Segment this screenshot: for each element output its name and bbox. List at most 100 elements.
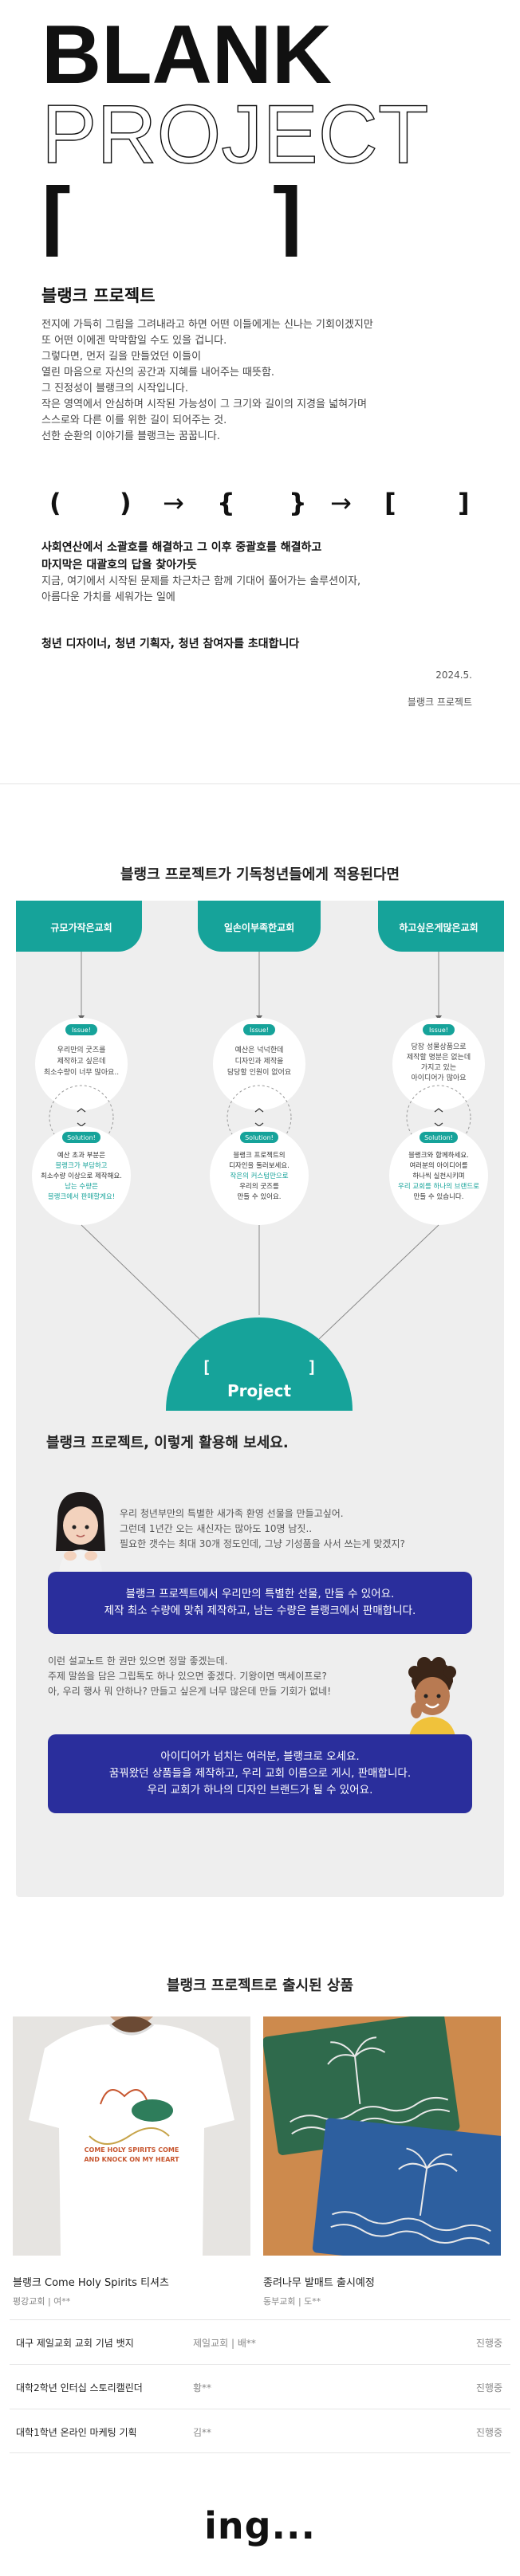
project-semicircle <box>166 1317 353 1411</box>
church-header-shape <box>16 901 142 952</box>
issue-badge: Issue! <box>72 1027 91 1034</box>
signature-date: 2024.5. <box>435 670 472 681</box>
usage-title: 블랭크 프로젝트, 이렇게 활용해 보세요. <box>46 1435 289 1451</box>
case1-text: 우리 청년부만의 특별한 새가족 환영 선물을 만들고싶어. 그런데 1년간 오… <box>120 1506 494 1552</box>
intro-title: 블랭크 프로젝트 <box>41 286 156 305</box>
project-label: Project <box>227 1381 292 1400</box>
list-item-status: 진행중 <box>475 2338 502 2349</box>
headline-sub-line: 지금, 여기에서 시작된 문제를 차근차근 함께 기대어 풀어가는 솔루션이자, <box>41 575 361 587</box>
issue-circles: Issue! Issue! Issue! 우리만의 굿즈를 제작하고 싶은데 최… <box>35 1018 485 1110</box>
intro-section: BLANK PROJECT [ ] 블랭크 프로젝트 전지에 가득히 그림을 그… <box>0 0 520 785</box>
products-title: 블랭크 프로젝트로 출시된 상품 <box>166 1977 354 1994</box>
solution-text: 최소수량 이상으로 제작해요. <box>41 1172 122 1180</box>
solution-badge: Solution! <box>67 1134 96 1141</box>
case2-text: 이런 설교노트 한 권만 있으면 정말 좋겠는데. 주제 말씀을 담은 그립톡도… <box>48 1654 407 1699</box>
shirt-print-line: COME HOLY SPIRITS COME <box>85 2146 179 2154</box>
list-item-title: 대학2학년 인터십 스토리캘린더 <box>16 2382 143 2393</box>
solution-badge: Solution! <box>245 1134 274 1141</box>
paren-close: ) <box>120 488 132 518</box>
case2-answer-line: 우리 교회가 하나의 디자인 브랜드가 될 수 있어요. <box>147 1784 373 1797</box>
solution-text: 남는 수량은 <box>65 1182 98 1191</box>
issue-circle <box>35 1018 128 1110</box>
logo-project-text: PROJECT <box>41 88 428 181</box>
case2-answer-line: 아이디어가 넘치는 여러분, 블랭크로 오세요. <box>160 1750 360 1763</box>
headline-line: 마지막은 대괄호의 답을 찾아가듯 <box>41 559 197 571</box>
issue-text: 디자인과 제작을 <box>235 1057 284 1066</box>
solution-text: 하나씩 실천시키며 <box>412 1172 464 1180</box>
list-item[interactable]: 대구 제일교회 교회 기념 뱃지 제일교회 | 배** 진행중 <box>10 2319 510 2364</box>
avatar-girl <box>56 1492 105 1575</box>
chevron-down-icon <box>254 1122 264 1127</box>
headline-line: 사회연산에서 소괄호를 해결하고 그 이후 중괄호를 해결하고 <box>41 541 322 554</box>
bracket-sequence: ( ) → { } → [ ] <box>49 488 470 518</box>
intro-line: 전지에 가득히 그림을 그려내라고 하면 어떤 이들에게는 신나는 기회이겠지만 <box>41 319 373 331</box>
brace-open: { <box>217 488 235 518</box>
intro-line: 그렇다면, 먼저 길을 만들었던 이들이 <box>41 351 202 363</box>
brace-close: } <box>289 488 307 518</box>
solution-circle <box>32 1126 131 1225</box>
issue-text: 당장 성물상품으로 <box>411 1043 466 1051</box>
list-item-title: 대구 제일교회 교회 기념 뱃지 <box>16 2338 134 2349</box>
product-image-tshirt[interactable]: COME HOLY SPIRITS COME AND KNOCK ON MY H… <box>13 2016 250 2256</box>
list-item-status: 진행중 <box>475 2427 502 2438</box>
issue-badge: Issue! <box>429 1027 448 1034</box>
issue-text: 제작할 명분은 없는데 <box>407 1053 471 1062</box>
product-name[interactable]: 블랭크 Come Holy Spirits 티셔츠 <box>13 2277 169 2289</box>
blank-project-logo: BLANK PROJECT [ ] <box>41 18 429 257</box>
solution-text: 블랭크 프로젝트의 <box>233 1151 285 1160</box>
church-headers: 규모가작은교회 일손이부족한교회 하고싶은게많은교회 <box>16 901 504 952</box>
church-label: 규모가작은교회 <box>50 921 112 933</box>
tshirt-photo: COME HOLY SPIRITS COME AND KNOCK ON MY H… <box>13 2016 250 2256</box>
chevron-up-icon <box>254 1108 264 1113</box>
chevron-icons <box>77 1108 443 1127</box>
case2-answer-box: 아이디어가 넘치는 여러분, 블랭크로 오세요. 꿈꿔왔던 상품들을 제작하고,… <box>48 1734 472 1813</box>
case1-line: 필요한 갯수는 최대 30개 정도인데, 그냥 기성품을 사서 쓰는게 맞겠지? <box>120 1538 405 1549</box>
case2-line: 아, 우리 행사 뭐 안하나? 만들고 싶은게 너무 많은데 만들 기회가 없네… <box>48 1686 332 1697</box>
paren-open: ( <box>49 488 61 518</box>
application-title: 블랭크 프로젝트가 기독청년들에게 적용된다면 <box>120 866 400 883</box>
headline-sub-line: 아름다운 가치를 세워가는 일에 <box>41 591 175 603</box>
logo-blank-text: BLANK <box>41 18 332 101</box>
intro-line: 선한 순환의 이야기를 블랭크는 꿈꿉니다. <box>41 430 220 442</box>
headline: 사회연산에서 소괄호를 해결하고 그 이후 중괄호를 해결하고 마지막은 대괄호… <box>41 539 488 574</box>
headline-sub: 지금, 여기에서 시작된 문제를 차근차근 함께 기대어 풀어가는 솔루션이자,… <box>41 574 488 606</box>
church-label: 일손이부족한교회 <box>224 921 294 933</box>
product-owner: 평강교회 | 여** <box>13 2296 71 2307</box>
list-item[interactable]: 대학1학년 온라인 마케팅 기획 김** 진행중 <box>10 2409 510 2453</box>
solution-circle <box>210 1126 309 1225</box>
product-owner: 동부교회 | 도** <box>263 2296 321 2307</box>
chevron-down-icon <box>77 1122 86 1127</box>
issue-text: 가지고 있는 <box>421 1062 456 1072</box>
avatar-boy <box>408 1657 456 1742</box>
case1-line: 우리 청년부만의 특별한 새가족 환영 선물을 만들고싶어. <box>120 1508 344 1519</box>
case1-line: 그런데 1년간 오는 새신자는 많아도 10명 남짓.. <box>120 1523 313 1534</box>
issue-text: 제작하고 싶은데 <box>57 1057 106 1066</box>
signature-name: 블랭크 프로젝트 <box>407 697 472 708</box>
project-bracket: [ ] <box>202 1357 317 1376</box>
solution-text: 우리 교회를 하나의 브랜드로 <box>398 1182 479 1191</box>
logo-bracket-right: ] <box>273 170 302 257</box>
solution-text: 블랭크에서 판매할게요! <box>48 1192 115 1201</box>
solution-text: 우리의 굿즈를 <box>239 1182 279 1191</box>
list-item-owner: 제일교회 | 배** <box>193 2338 256 2349</box>
square-open: [ <box>384 488 396 518</box>
arrow-icon: → <box>163 488 184 518</box>
product-image-bathmat[interactable] <box>263 2016 501 2256</box>
issue-text: 담당할 인원이 없어요 <box>227 1067 291 1077</box>
solution-text: 작은의 커스텀만으로 <box>230 1172 288 1180</box>
solution-text: 여러분의 아이디어를 <box>409 1161 467 1170</box>
case2-line: 이런 설교노트 한 권만 있으면 정말 좋겠는데. <box>48 1655 228 1667</box>
logo-bracket-left: [ <box>41 170 71 257</box>
issue-text: 예산은 넉넉한데 <box>235 1046 284 1054</box>
list-item-status: 진행중 <box>475 2382 502 2393</box>
list-item[interactable]: 대학2학년 인터십 스토리캘린더 황** 진행중 <box>10 2364 510 2409</box>
case2-answer-line: 꿈꿔왔던 상품들을 제작하고, 우리 교회 이름으로 게시, 판매합니다. <box>108 1767 412 1780</box>
intro-line: 그 진정성이 블랭크의 시작입니다. <box>41 383 188 395</box>
solution-badge: Solution! <box>424 1134 453 1141</box>
chevron-down-icon <box>434 1122 443 1127</box>
intro-line: 스스로와 다른 이를 위한 길이 되어주는 것. <box>41 414 227 426</box>
chevron-up-icon <box>77 1108 86 1113</box>
solution-circles: Solution! Solution! Solution! 예산 초과 부분은 … <box>32 1126 488 1225</box>
solution-text: 블랭크가 부담하고 <box>55 1161 107 1170</box>
product-name[interactable]: 종려나무 발매트 출시예정 <box>263 2277 375 2289</box>
